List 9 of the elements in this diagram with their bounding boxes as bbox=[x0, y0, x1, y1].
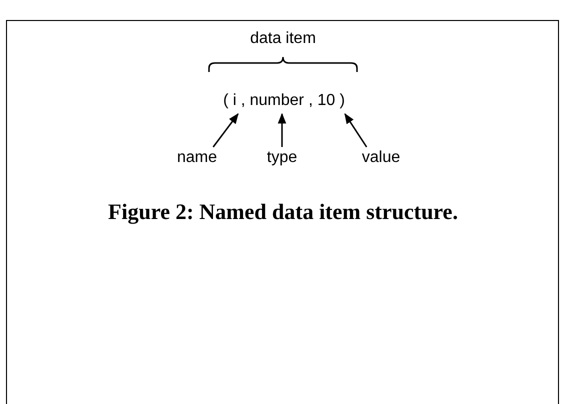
part-label: type bbox=[266, 149, 298, 166]
arrow bbox=[212, 113, 239, 148]
part-label: value bbox=[362, 149, 400, 166]
arrow bbox=[278, 112, 286, 147]
arrow bbox=[344, 113, 368, 148]
group-label: data item bbox=[249, 30, 317, 48]
part-label: name bbox=[176, 149, 218, 166]
tuple-text: ( i , number , 10 ) bbox=[223, 92, 345, 109]
figure-caption: Figure 2: Named data item structure. bbox=[107, 199, 459, 225]
